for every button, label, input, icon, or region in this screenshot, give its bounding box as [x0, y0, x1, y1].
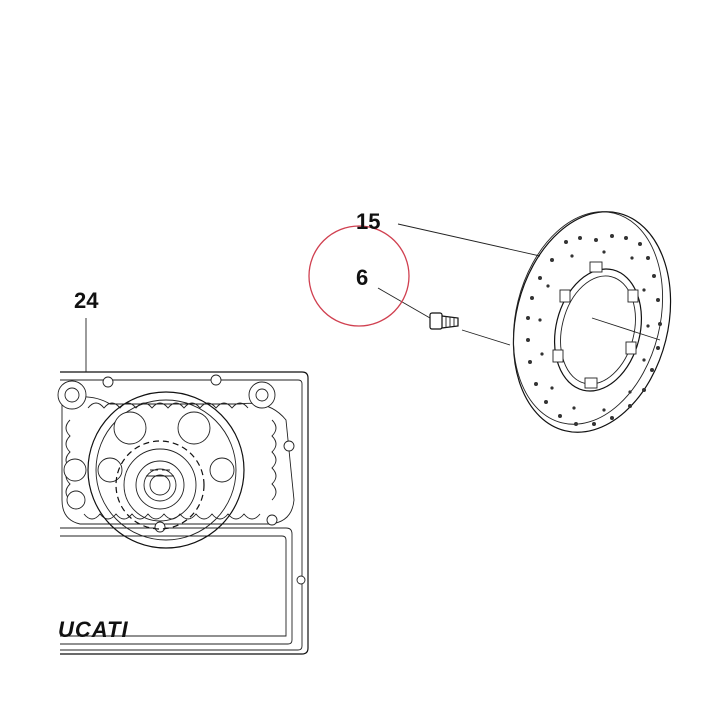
leader-6-disc — [461, 329, 511, 346]
leader-15 — [397, 223, 541, 257]
engine-cover — [57, 371, 309, 655]
leader-disc-center — [591, 317, 661, 341]
leader-6 — [377, 287, 431, 319]
callout-15[interactable]: 15 — [356, 209, 380, 234]
bolt — [429, 312, 459, 330]
brake-disc — [512, 211, 672, 433]
brand-logo: UCATI — [58, 617, 129, 642]
callout-6[interactable]: 6 — [356, 265, 368, 290]
callout-24[interactable]: 24 — [74, 288, 99, 313]
highlight-circle — [308, 225, 410, 327]
